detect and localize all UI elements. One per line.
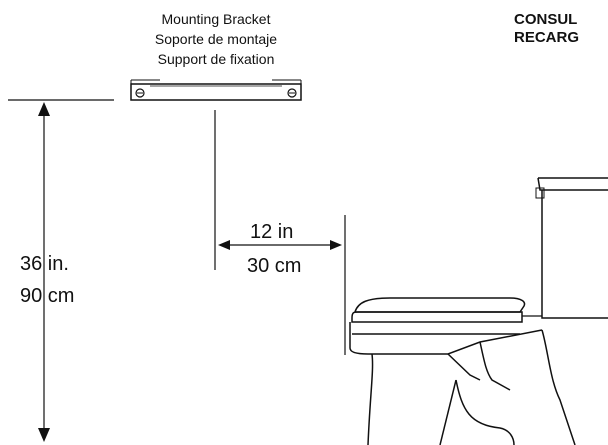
header-line-1: CONSUL [514,11,577,28]
mounting-bracket [130,79,302,101]
toilet-seat [351,297,542,323]
height-dimension-arrow [38,102,50,442]
offset-dimension-arrow [218,240,342,250]
bracket-screw-left [135,88,145,98]
offset-label-cm: 30 cm [247,255,301,277]
toilet-tank [535,177,608,319]
toilet-bowl [349,322,576,445]
bracket-label-fr: Support de fixation [158,51,275,67]
bracket-label-en: Mounting Bracket [162,11,271,27]
height-label-in: 36 in. [20,253,69,275]
offset-label-in: 12 in [250,221,293,243]
header-line-2: RECARG [514,29,579,46]
height-label-cm: 90 cm [20,285,74,307]
toilet-illustration [349,177,608,445]
bracket-label-es: Soporte de montaje [155,31,277,47]
bracket-screw-right [287,88,297,98]
